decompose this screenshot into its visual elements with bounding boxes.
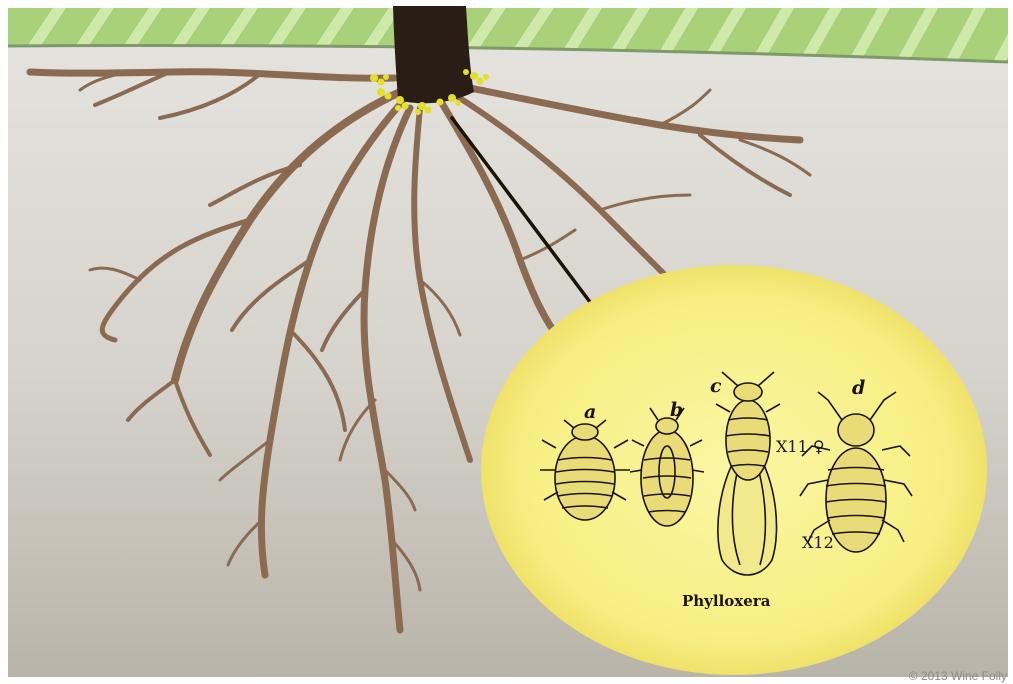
- specimen-b-label: b: [670, 399, 683, 421]
- vine-trunk: [393, 6, 474, 103]
- specimen-a-label: a: [584, 401, 596, 423]
- diagram-caption: Phylloxera: [682, 592, 771, 610]
- specimen-c-label: c: [710, 375, 722, 397]
- specimen-d-magnification: X12: [802, 533, 834, 552]
- copyright-notice: © 2013 Wine Folly: [909, 669, 1007, 683]
- specimen-d-label: d: [852, 377, 865, 399]
